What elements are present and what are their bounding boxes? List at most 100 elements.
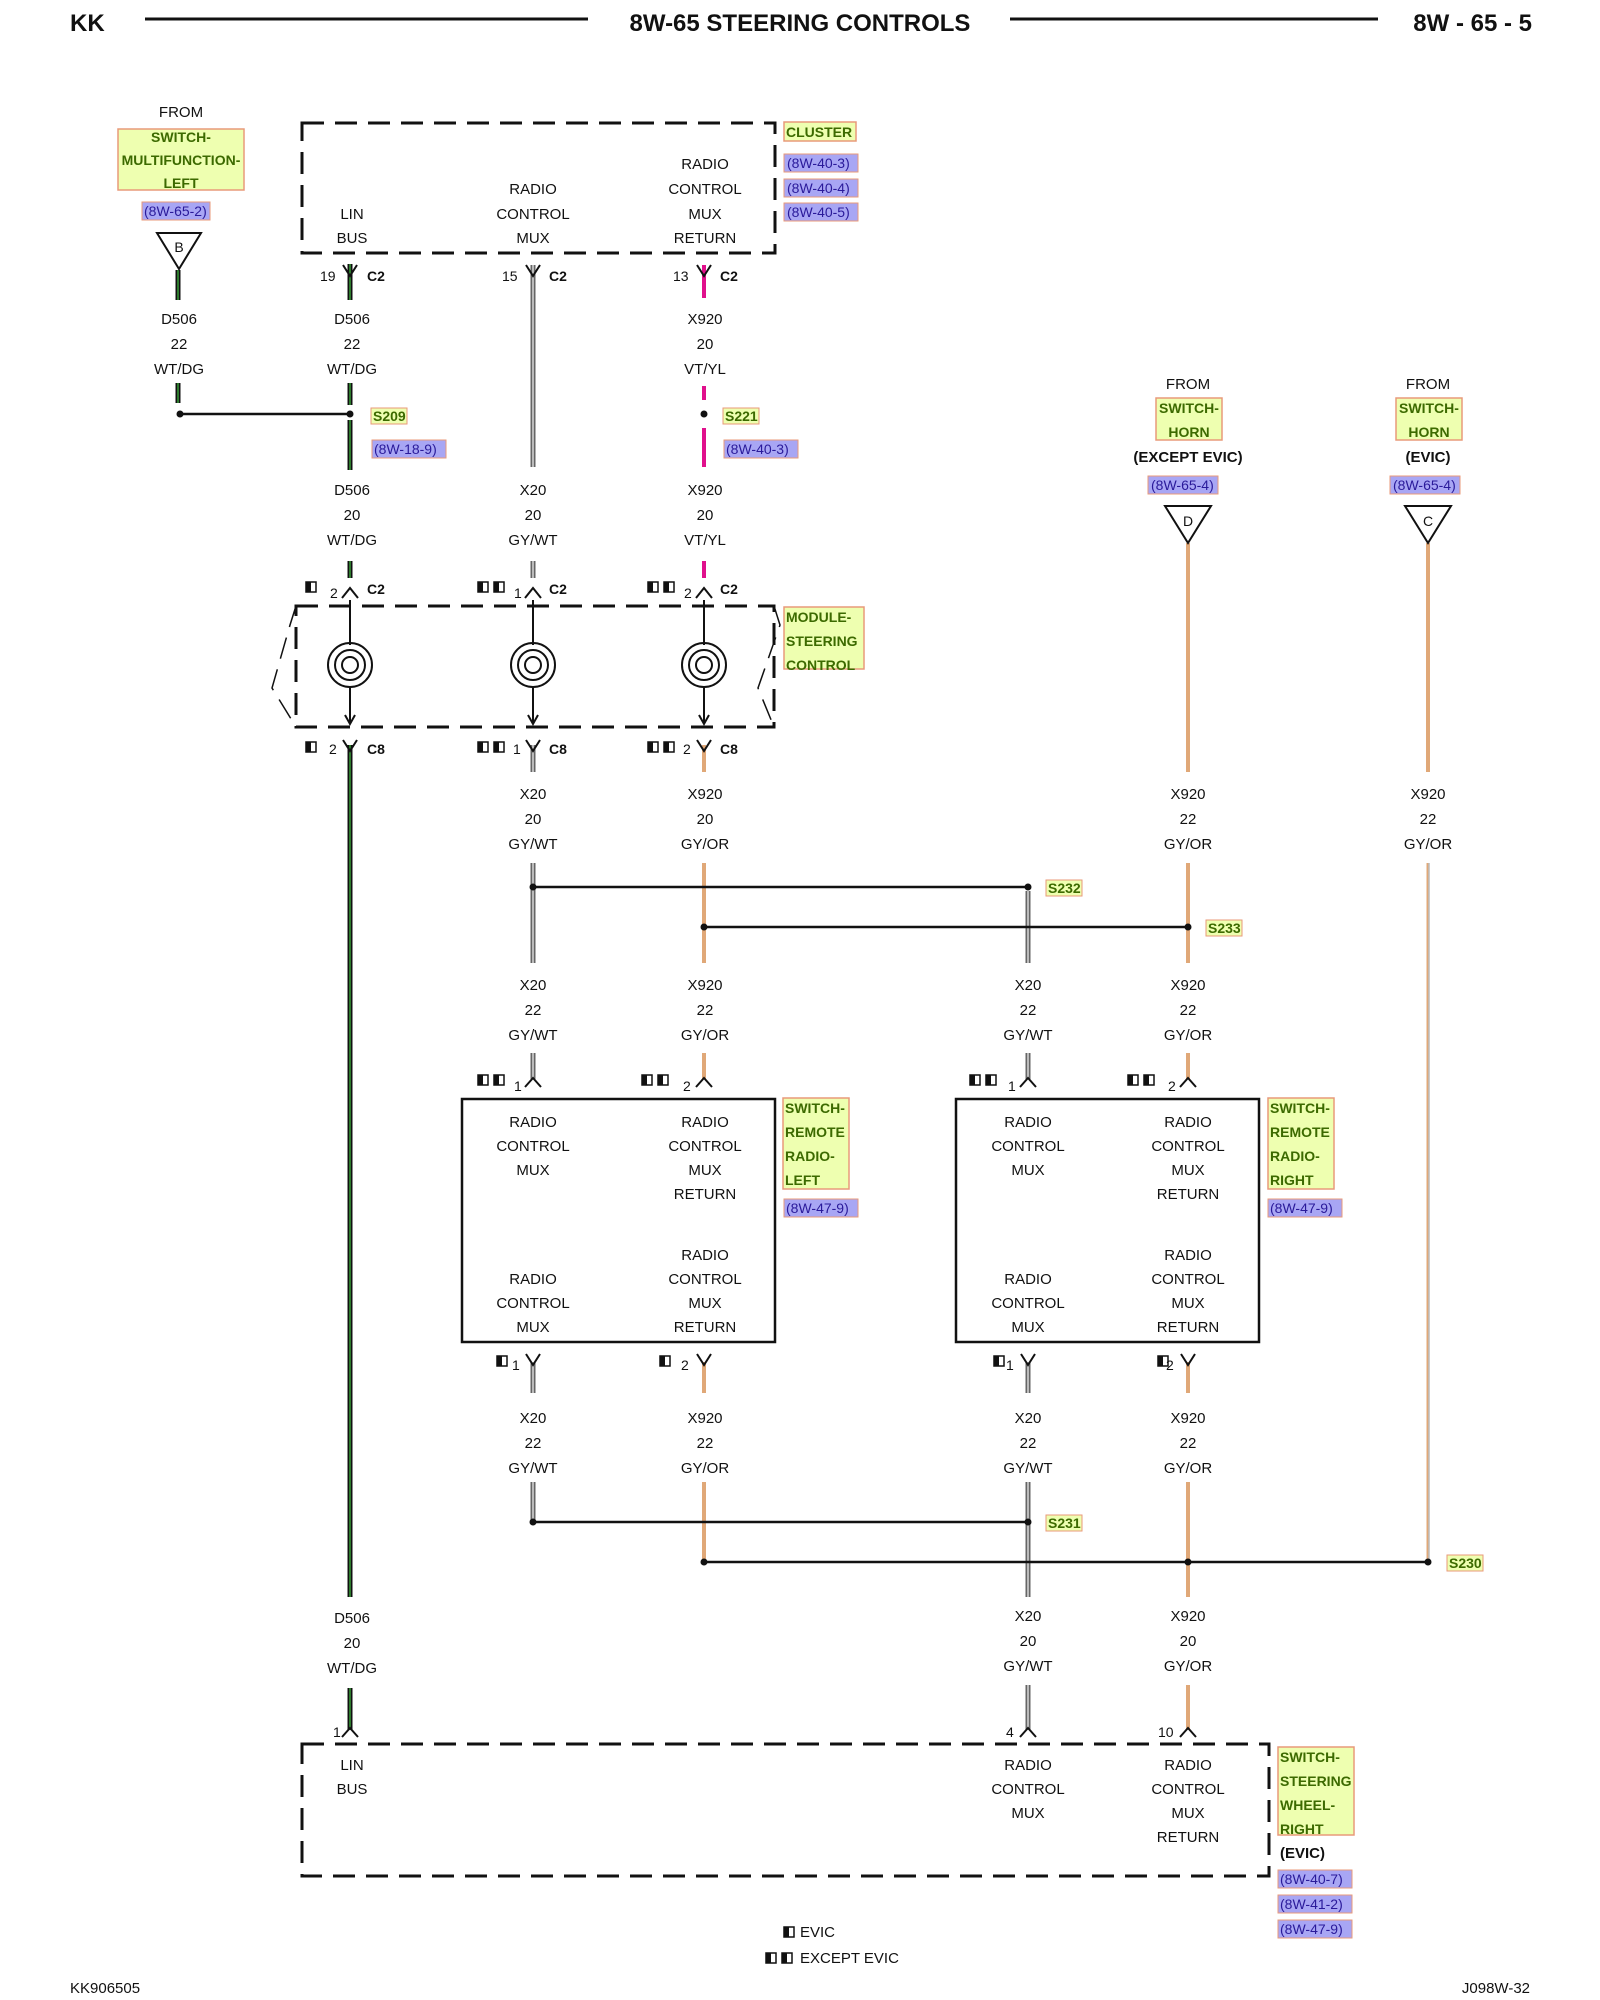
wire-label-line: WT/DG	[327, 361, 377, 378]
svg-text:RETURN: RETURN	[1157, 1186, 1220, 1203]
wire-label-line: VT/YL	[684, 361, 726, 378]
svg-text:RADIO: RADIO	[1004, 1271, 1052, 1288]
wire-label-line: GY/WT	[1003, 1460, 1052, 1477]
svg-text:C8: C8	[549, 741, 567, 757]
module-steering-box	[294, 604, 776, 729]
wire-label-line: X920	[1170, 786, 1205, 803]
wire-label-line: 22	[525, 1002, 542, 1019]
component-module-steering-control: MODULE- STEERING CONTROL	[786, 609, 858, 673]
from-label: FROM	[159, 104, 203, 121]
tag-bg	[117, 128, 245, 191]
svg-text:13: 13	[673, 268, 689, 284]
svg-text:(8W-65-2): (8W-65-2)	[144, 203, 207, 219]
component-switch-horn-except-evic: SWITCH- HORN	[1159, 400, 1219, 440]
wire-label-line: WT/DG	[154, 361, 204, 378]
svg-text:2: 2	[684, 585, 692, 601]
svg-text:LIN: LIN	[340, 1757, 363, 1774]
connector-d: D	[1163, 505, 1213, 545]
svg-text:RADIO: RADIO	[1164, 1114, 1212, 1131]
svg-text:(8W-40-3): (8W-40-3)	[787, 155, 850, 171]
evic-marker-fill	[1158, 1356, 1163, 1366]
svg-text:2: 2	[683, 1078, 691, 1094]
svg-text:S232: S232	[1048, 880, 1081, 896]
svg-text:BUS: BUS	[337, 230, 368, 247]
svg-text:(8W-47-9): (8W-47-9)	[1280, 1921, 1343, 1937]
tag-bg	[1155, 397, 1223, 441]
wire-label-line: X20	[1015, 1608, 1042, 1625]
wire-label-line: X20	[520, 1410, 547, 1427]
svg-text:MUX: MUX	[516, 1319, 549, 1336]
svg-text:SWITCH-: SWITCH-	[1270, 1100, 1330, 1116]
svg-text:C2: C2	[367, 268, 385, 284]
evic-marker-fill	[660, 1356, 665, 1366]
svg-text:D: D	[1183, 513, 1193, 529]
svg-text:RADIO-: RADIO-	[785, 1148, 835, 1164]
header-left: KK	[70, 10, 105, 37]
tag-bg	[1267, 1097, 1335, 1190]
svg-text:C2: C2	[367, 581, 385, 597]
module-steering-break	[757, 605, 781, 728]
wire-label-line: 22	[1020, 1435, 1037, 1452]
evic-marker-fill	[306, 742, 311, 752]
cluster-pin-labels: LIN BUS RADIO CONTROL MUX RADIO CONTROL …	[337, 156, 742, 247]
module-steering-break	[271, 605, 297, 728]
evic-marker-fill	[970, 1075, 975, 1085]
legend: EVIC EXCEPT EVIC	[800, 1924, 899, 1967]
svg-text:MUX: MUX	[1171, 1162, 1204, 1179]
svg-text:CONTROL: CONTROL	[668, 1271, 741, 1288]
wire-label-line: 20	[344, 507, 361, 524]
tag-bg	[783, 606, 865, 670]
svg-text:S209: S209	[373, 408, 406, 424]
svg-text:CONTROL: CONTROL	[1151, 1271, 1224, 1288]
component-switch-multifunction-left: SWITCH- MULTIFUNCTION- LEFT	[122, 129, 241, 191]
clockspring-ring	[695, 656, 713, 674]
wire-label-line: 20	[1180, 1633, 1197, 1650]
svg-text:MUX: MUX	[1171, 1295, 1204, 1312]
svg-text:MUX: MUX	[688, 1162, 721, 1179]
wire-label-line: X20	[1015, 977, 1042, 994]
svg-text:RADIO: RADIO	[681, 1247, 729, 1264]
svg-text:RADIO: RADIO	[1164, 1757, 1212, 1774]
evic-marker-fill	[1144, 1075, 1149, 1085]
steering-wheel-right-box	[300, 1742, 1271, 1878]
evic-marker-fill	[494, 582, 499, 592]
wire-label-line: 20	[697, 811, 714, 828]
wire-label-line: 20	[525, 507, 542, 524]
wire-lower-right	[1025, 1362, 1190, 1730]
footer-right: J098W-32	[1462, 1980, 1530, 1997]
svg-text:(8W-18-9): (8W-18-9)	[374, 441, 437, 457]
ref-bg	[141, 153, 1461, 1939]
page-title: 8W-65 STEERING CONTROLS	[630, 10, 971, 37]
remote-right-pin-labels: RADIO CONTROL MUX RADIO CONTROL MUX RETU…	[991, 1114, 1224, 1336]
evic-markers	[305, 581, 1169, 1964]
svg-text:SWITCH-: SWITCH-	[785, 1100, 845, 1116]
wire-label-line: WT/DG	[327, 1660, 377, 1677]
svg-text:(8W-41-2): (8W-41-2)	[1280, 1896, 1343, 1912]
svg-text:C: C	[1423, 513, 1433, 529]
wire-label-line: 22	[1420, 811, 1437, 828]
wire-label-line: X920	[687, 482, 722, 499]
evic-marker-fill	[478, 742, 483, 752]
clockspring-ring	[524, 656, 542, 674]
tag-bg	[1395, 397, 1463, 441]
svg-text:RADIO: RADIO	[1004, 1757, 1052, 1774]
svg-text:C8: C8	[720, 741, 738, 757]
svg-text:MUX: MUX	[1011, 1319, 1044, 1336]
svg-text:2: 2	[683, 741, 691, 757]
footer-left: KK906505	[70, 1980, 140, 1997]
wire-label-line: 20	[525, 811, 542, 828]
svg-text:CLUSTER: CLUSTER	[786, 124, 852, 140]
evic-marker-fill	[478, 1075, 483, 1085]
svg-text:(8W-40-4): (8W-40-4)	[787, 180, 850, 196]
wire-label-line: 22	[1180, 811, 1197, 828]
wire-label-line: 20	[697, 336, 714, 353]
svg-text:(8W-65-4): (8W-65-4)	[1393, 477, 1456, 493]
tag-bg	[782, 1097, 850, 1190]
